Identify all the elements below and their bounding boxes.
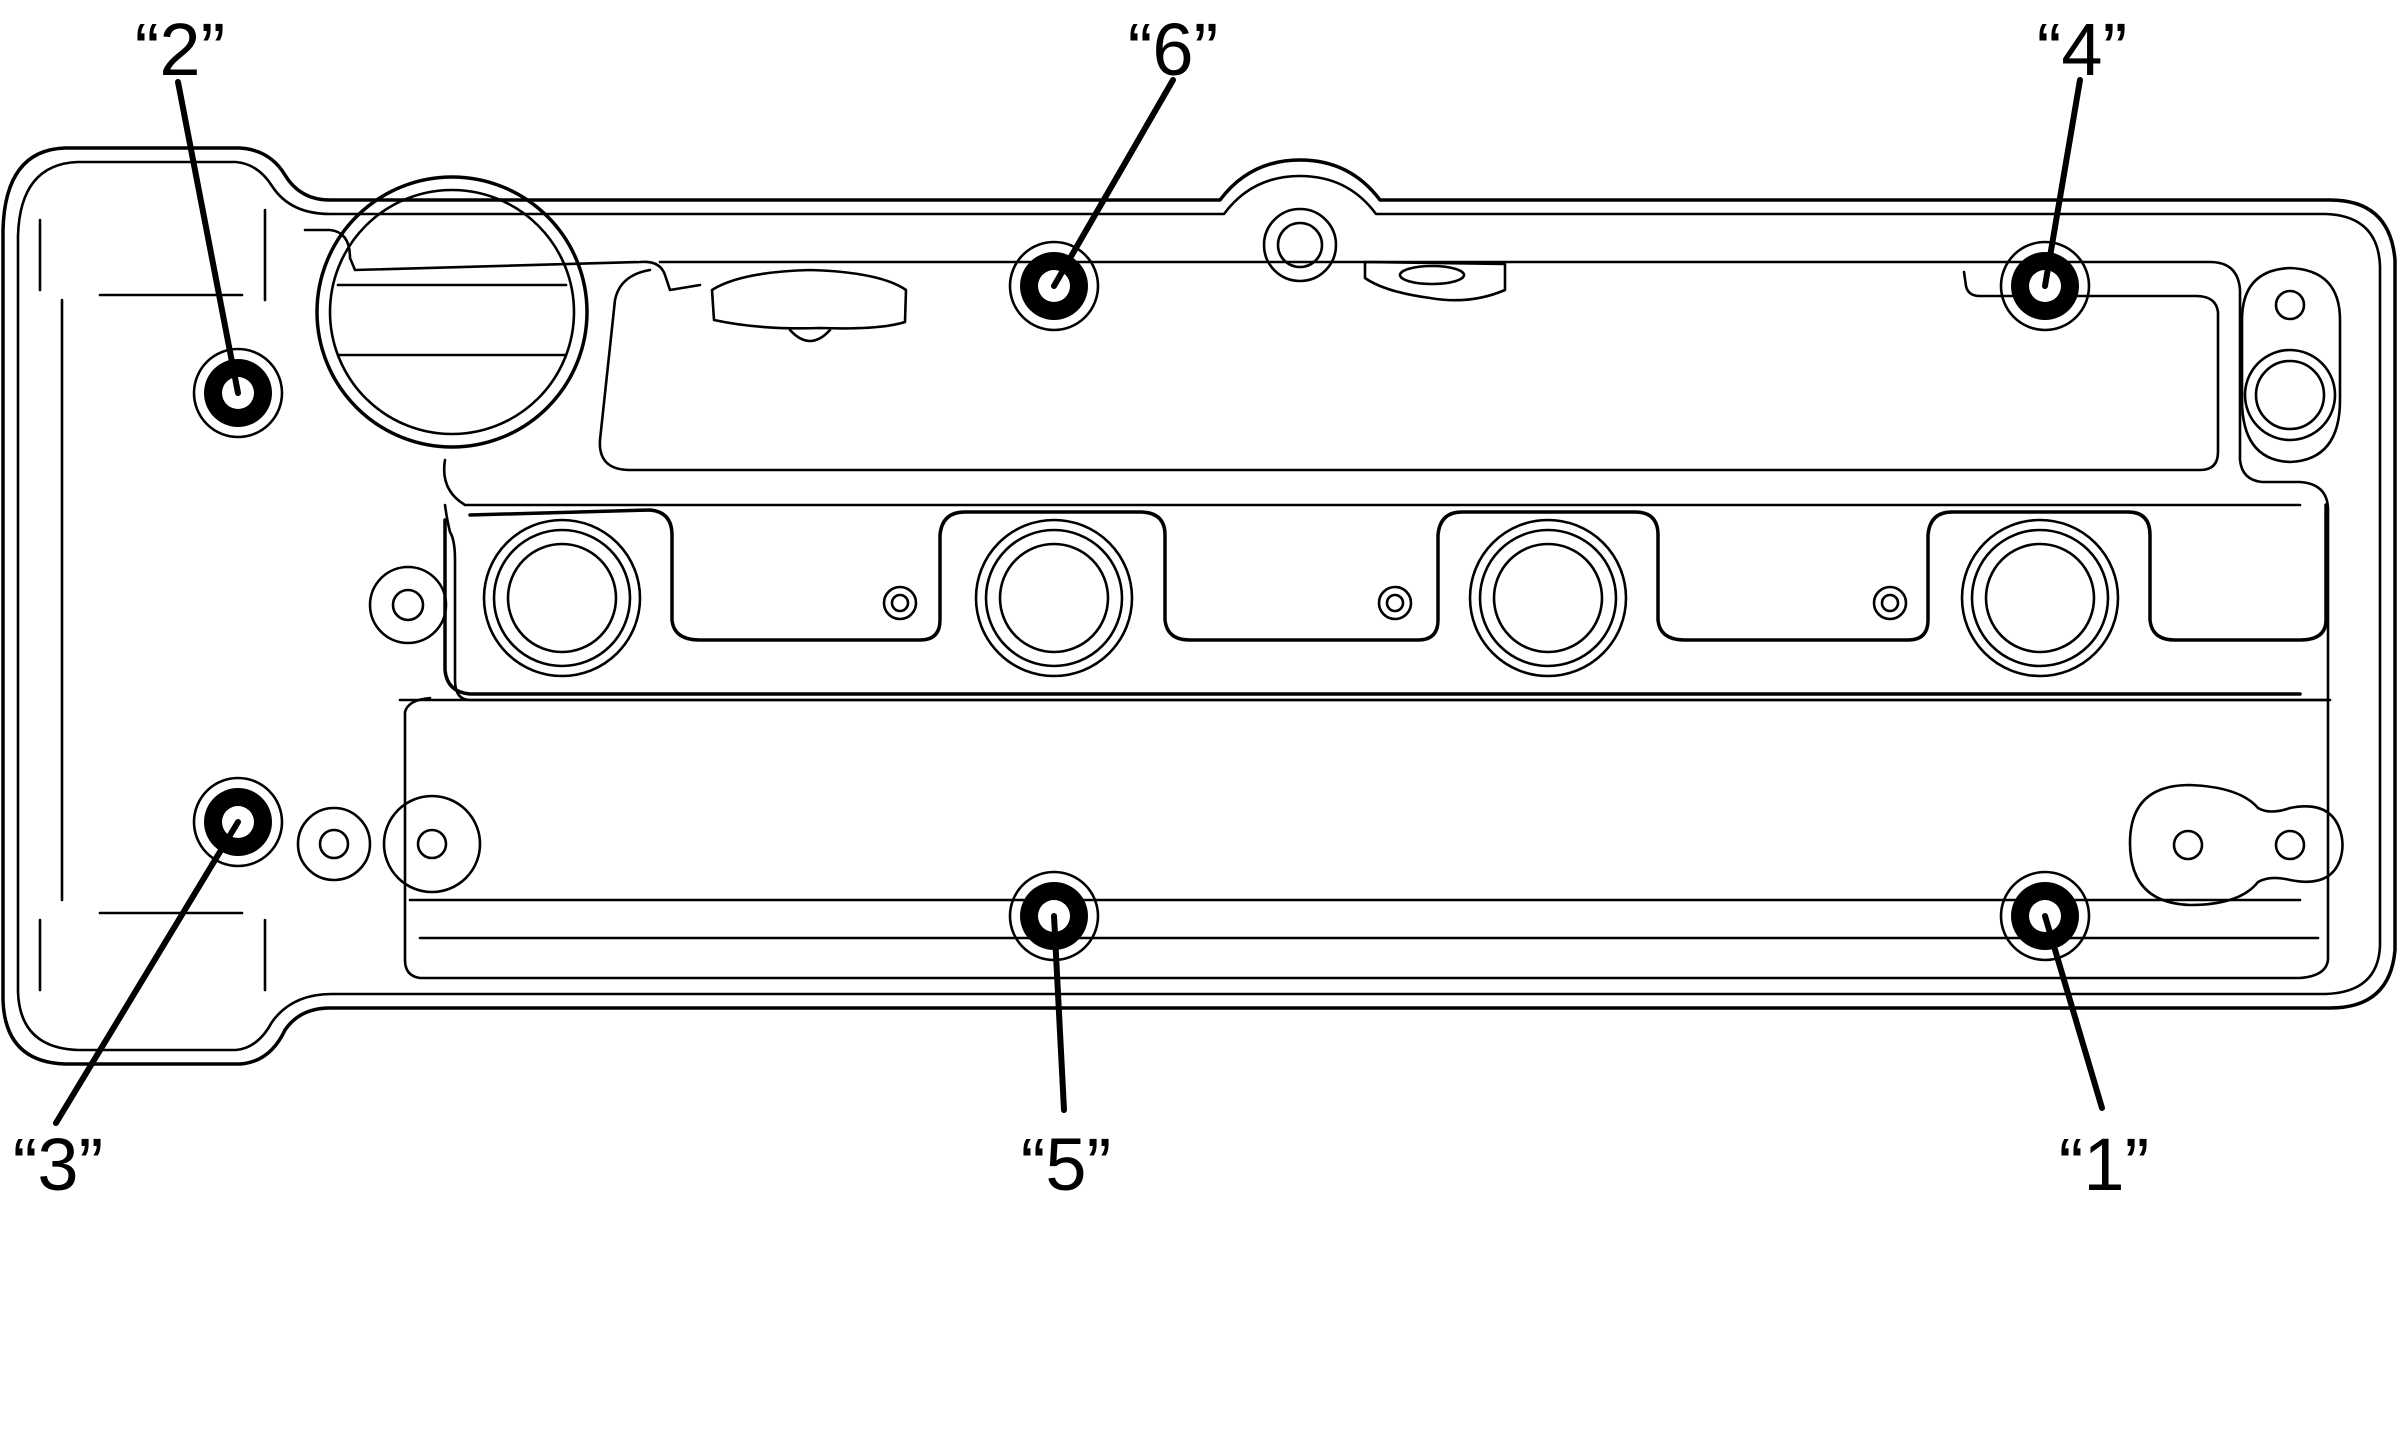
- bolt-label-5: “5”: [1021, 1123, 1111, 1206]
- leader-line-4: [2042, 77, 2083, 289]
- bolt-label-4: “4”: [2037, 8, 2127, 91]
- leader-line-1: [2042, 913, 2105, 1111]
- leader-line-5: [1051, 913, 1067, 1113]
- left-side-features: [296, 565, 482, 894]
- spark-plug-band: [443, 503, 2328, 696]
- bolt-label-1: “1”: [2059, 1123, 2149, 1206]
- plug-well-3: [1468, 518, 1628, 678]
- leader-line-6: [1051, 77, 1176, 289]
- small-boss: [1872, 585, 1908, 621]
- spark-plug-wells: [482, 518, 2120, 678]
- bolt-label-3: “3”: [13, 1123, 103, 1206]
- oil-filler-cap: [315, 175, 589, 449]
- inner-panel: [303, 228, 2332, 980]
- left-end-details: [38, 208, 267, 992]
- bolt-label-2: “2”: [135, 8, 225, 91]
- leader-line-3: [53, 819, 241, 1126]
- bolt-label-6: “6”: [1128, 8, 1218, 91]
- small-boss: [882, 585, 918, 621]
- cover-outer-outline: [1, 146, 2397, 1066]
- right-end-features: [2128, 266, 2344, 907]
- leader-line-2: [175, 79, 241, 396]
- plug-well-1: [482, 518, 642, 678]
- top-features: [710, 207, 1507, 343]
- plug-well-4: [1960, 518, 2120, 678]
- plug-well-2: [974, 518, 1134, 678]
- small-boss: [1377, 585, 1413, 621]
